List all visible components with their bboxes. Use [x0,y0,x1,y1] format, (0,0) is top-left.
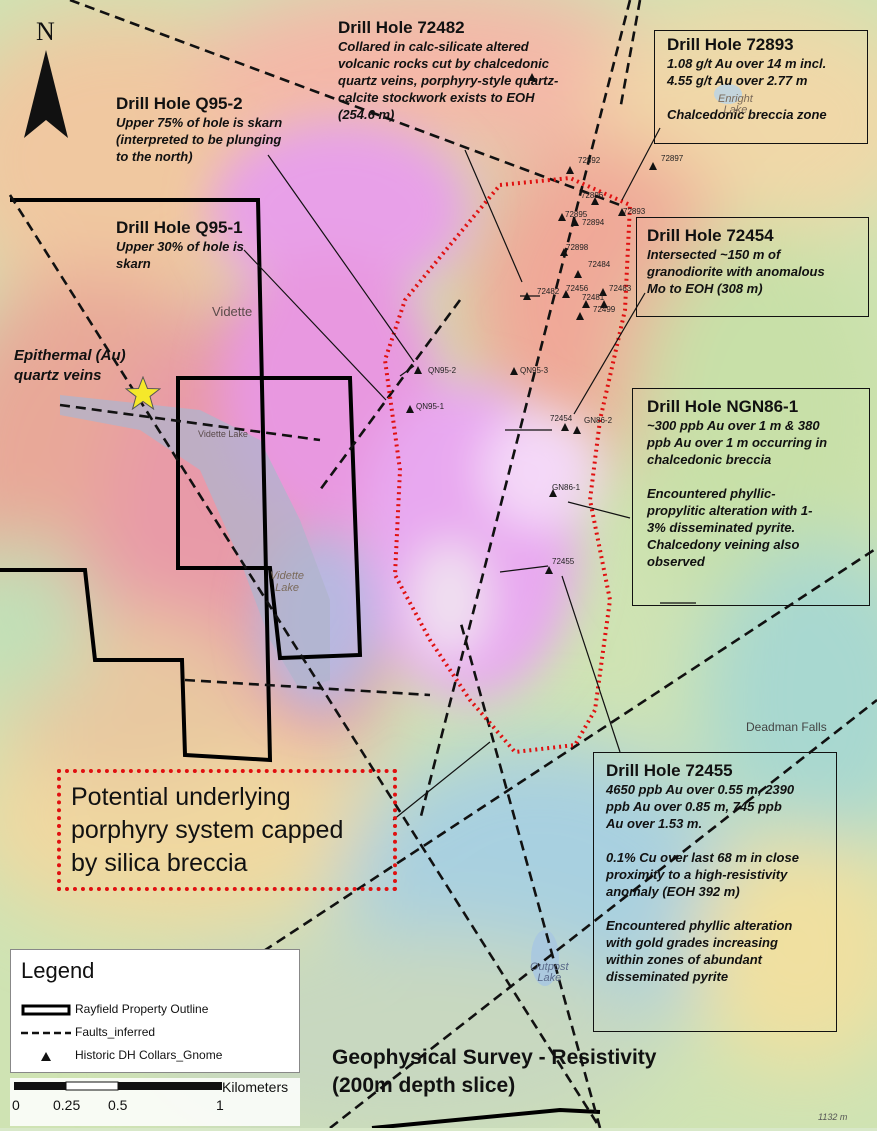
outpost-lake-water [531,930,559,986]
callout-72893: Drill Hole 72893 1.08 g/t Au over 14 m i… [654,30,868,144]
drill-label: QN95-3 [520,366,549,375]
callout-body: 1.08 g/t Au over 14 m incl. 4.55 g/t Au … [667,56,827,122]
drill-label: QN95-2 [428,366,457,375]
legend-label: Faults_inferred [75,1025,156,1039]
legend-item-faults: Faults_inferred [21,1025,155,1039]
drill-label: 72892 [578,156,601,165]
north-label: N [36,17,55,46]
drill-label: QN95-1 [416,402,445,411]
place-outpost-lake: Outpost Lake [530,961,569,984]
scale-tick: 0 [12,1097,20,1113]
legend: Legend Rayfield Property Outline Faults_… [10,949,300,1073]
drill-collars [406,73,657,574]
legend-item-property: Rayfield Property Outline [21,1002,208,1016]
callout-title: Drill Hole 72454 [647,226,774,245]
drill-label: GN86-1 [552,483,581,492]
drill-label: 72481 [582,293,605,302]
callout-body: Upper 75% of hole is skarn (interpreted … [116,115,283,164]
legend-label: Historic DH Collars_Gnome [75,1048,223,1062]
drill-label: 72455 [552,557,575,566]
epithermal-label: Epithermal (Au) quartz veins [14,347,126,384]
inferred-faults [8,0,877,1128]
drill-label: 72895 [565,210,588,219]
place-deadman-falls: Deadman Falls [746,720,827,734]
drill-label: 72897 [661,154,684,163]
fault-dashed-icon [21,1031,71,1035]
scale-tick: 0.25 [53,1097,80,1113]
callout-title: Drill Hole Q95-2 [116,94,243,113]
scale-bar-graphic: Kilometers 0 0.25 0.5 1 [12,1079,288,1113]
scale-tick: 1 [216,1097,224,1113]
legend-item-collars: Historic DH Collars_Gnome [21,1048,222,1062]
drill-label: 72483 [609,284,632,293]
callout-body: Collared in calc-silicate altered volcan… [338,39,559,122]
scale-unit-label: Kilometers [222,1079,288,1095]
potential-porphyry-box: Potential underlying porphyry system cap… [57,769,397,891]
callout-body: ~300 ppb Au over 1 m & 380 ppb Au over 1… [647,418,828,569]
elevation-label: 1132 m [818,1112,848,1122]
place-enright-lake: Enright Lake [718,93,753,116]
property-outline-icon [21,1004,71,1016]
callout-body: Intersected ~150 m of granodiorite with … [647,247,825,296]
callout-q95-2: Drill Hole Q95-2 Upper 75% of hole is sk… [116,94,336,165]
drill-label: 72894 [582,218,605,227]
epithermal-star-icon [125,376,161,410]
place-vidette-lake-2: Vidette Lake [270,570,305,594]
callout-title: Drill Hole 72455 [606,761,733,780]
callout-body: 4650 ppb Au over 0.55 m, 2390 ppb Au ove… [606,782,799,984]
drill-label: 72499 [593,305,616,314]
potential-porphyry-label: Potential underlying porphyry system cap… [71,783,344,877]
enright-lake-water [714,84,742,104]
drill-label: GN86-2 [584,416,613,425]
scale-bar: Kilometers 0 0.25 0.5 1 [10,1078,300,1126]
map-title: Geophysical Survey - Resistivity (200m d… [332,1046,657,1097]
legend-label: Rayfield Property Outline [75,1002,209,1016]
drill-label: 72456 [566,284,589,293]
drill-label: 72898 [566,243,589,252]
place-vidette-lake: Vidette Lake [198,429,248,439]
place-vidette: Vidette [212,304,253,319]
callout-title: Drill Hole 72482 [338,18,465,37]
north-arrow: N [24,17,68,138]
callout-72455: Drill Hole 72455 4650 ppb Au over 0.55 m… [593,752,837,1032]
callout-title: Drill Hole NGN86-1 [647,397,799,416]
callout-title: Drill Hole Q95-1 [116,218,243,237]
silica-breccia-anomaly-outline [382,175,633,755]
rayfield-property-outline [0,198,601,1128]
drill-label: 72482 [537,287,560,296]
leader-lines [243,127,696,821]
callout-72454: Drill Hole 72454 Intersected ~150 m of g… [636,217,869,317]
triangle-icon [41,1051,51,1061]
drill-label: 72484 [588,260,611,269]
callout-ngn86-1: Drill Hole NGN86-1 ~300 ppb Au over 1 m … [632,388,870,606]
drill-label: 72893 [623,207,646,216]
drill-label: 72896 [581,191,604,200]
callout-title: Drill Hole 72893 [667,35,794,54]
legend-title: Legend [21,958,95,983]
scale-tick: 0.5 [108,1097,128,1113]
drill-label: 72454 [550,414,573,423]
callout-q95-1: Drill Hole Q95-1 Upper 30% of hole is sk… [116,218,296,272]
callout-body: Upper 30% of hole is skarn [116,239,244,271]
callout-72482: Drill Hole 72482 Collared in calc-silica… [338,18,618,123]
